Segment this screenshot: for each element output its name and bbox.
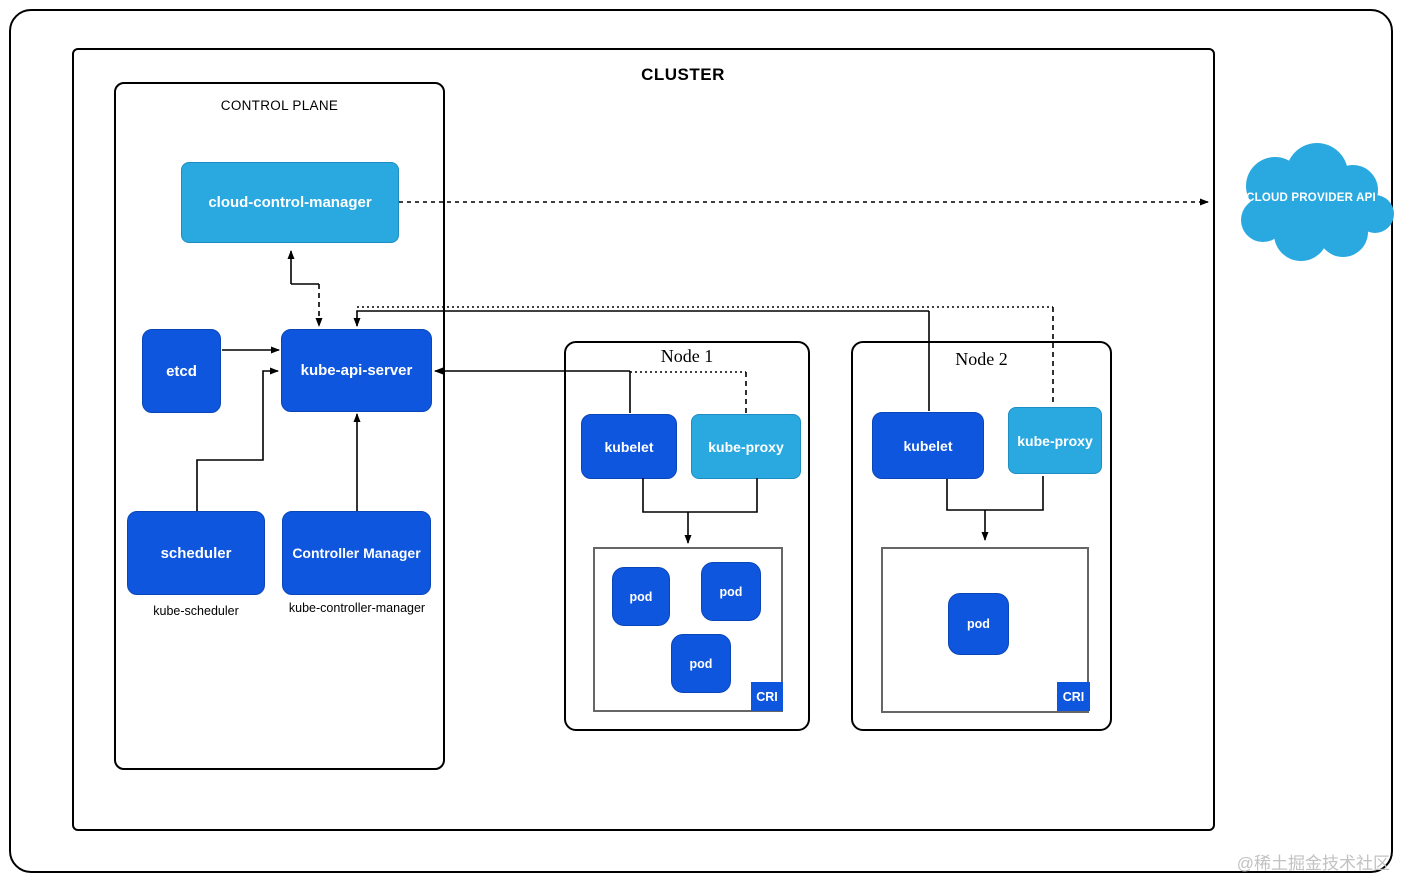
node1-pod-1: pod (612, 567, 670, 626)
etcd-box: etcd (142, 329, 221, 413)
node2-kube-proxy-label: kube-proxy (1017, 432, 1093, 449)
scheduler-label: scheduler (160, 544, 232, 562)
pod-label: pod (967, 617, 990, 631)
pod-label: pod (689, 656, 713, 671)
control-plane-box (114, 82, 445, 770)
scheduler-box: scheduler (127, 511, 265, 595)
cloud-control-manager-box: cloud-control-manager (181, 162, 399, 243)
kube-api-server-label: kube-api-server (300, 362, 413, 379)
node1-cri-badge: CRI (751, 682, 783, 711)
control-plane-label: CONTROL PLANE (220, 98, 339, 113)
cloud-provider-api-label: CLOUD PROVIDER API (1246, 192, 1376, 204)
node2-kubelet-label: kubelet (903, 437, 953, 454)
watermark: @稀土掘金技术社区 (1236, 854, 1390, 873)
node2-cri-box (881, 547, 1089, 713)
cloud-provider-api: CLOUD PROVIDER API (1225, 140, 1397, 264)
kube-api-server-box: kube-api-server (281, 329, 432, 412)
cluster-box (72, 48, 1215, 831)
pod-label: pod (719, 584, 743, 599)
node1-pod-2: pod (701, 562, 761, 621)
node2-kubelet-box: kubelet (872, 412, 984, 479)
node1-box (564, 341, 810, 731)
cloud-control-manager-label: cloud-control-manager (208, 194, 372, 211)
node2-box (851, 341, 1112, 731)
controller-manager-label: Controller Manager (292, 545, 421, 561)
node1-kubelet-box: kubelet (581, 414, 677, 479)
node1-pod-3: pod (671, 634, 731, 693)
node2-pod-1: pod (948, 593, 1009, 655)
node1-kubelet-label: kubelet (604, 438, 654, 455)
etcd-label: etcd (166, 362, 197, 380)
node1-cri-box (593, 547, 783, 712)
pod-label: pod (629, 589, 653, 604)
cluster-label: CLUSTER (641, 65, 725, 84)
node2-cri-badge: CRI (1057, 682, 1090, 711)
controller-manager-box: Controller Manager (282, 511, 431, 595)
cloud-icon (1241, 143, 1394, 261)
node1-kube-proxy-label: kube-proxy (708, 438, 784, 455)
node2-kube-proxy-box: kube-proxy (1008, 407, 1102, 474)
outer-border (9, 9, 1393, 873)
node2-title: Node 2 (955, 349, 1008, 369)
controller-manager-caption: kube-controller-manager (288, 601, 426, 615)
scheduler-caption: kube-scheduler (153, 604, 239, 618)
node1-kube-proxy-box: kube-proxy (691, 414, 801, 479)
node1-title: Node 1 (660, 346, 714, 366)
